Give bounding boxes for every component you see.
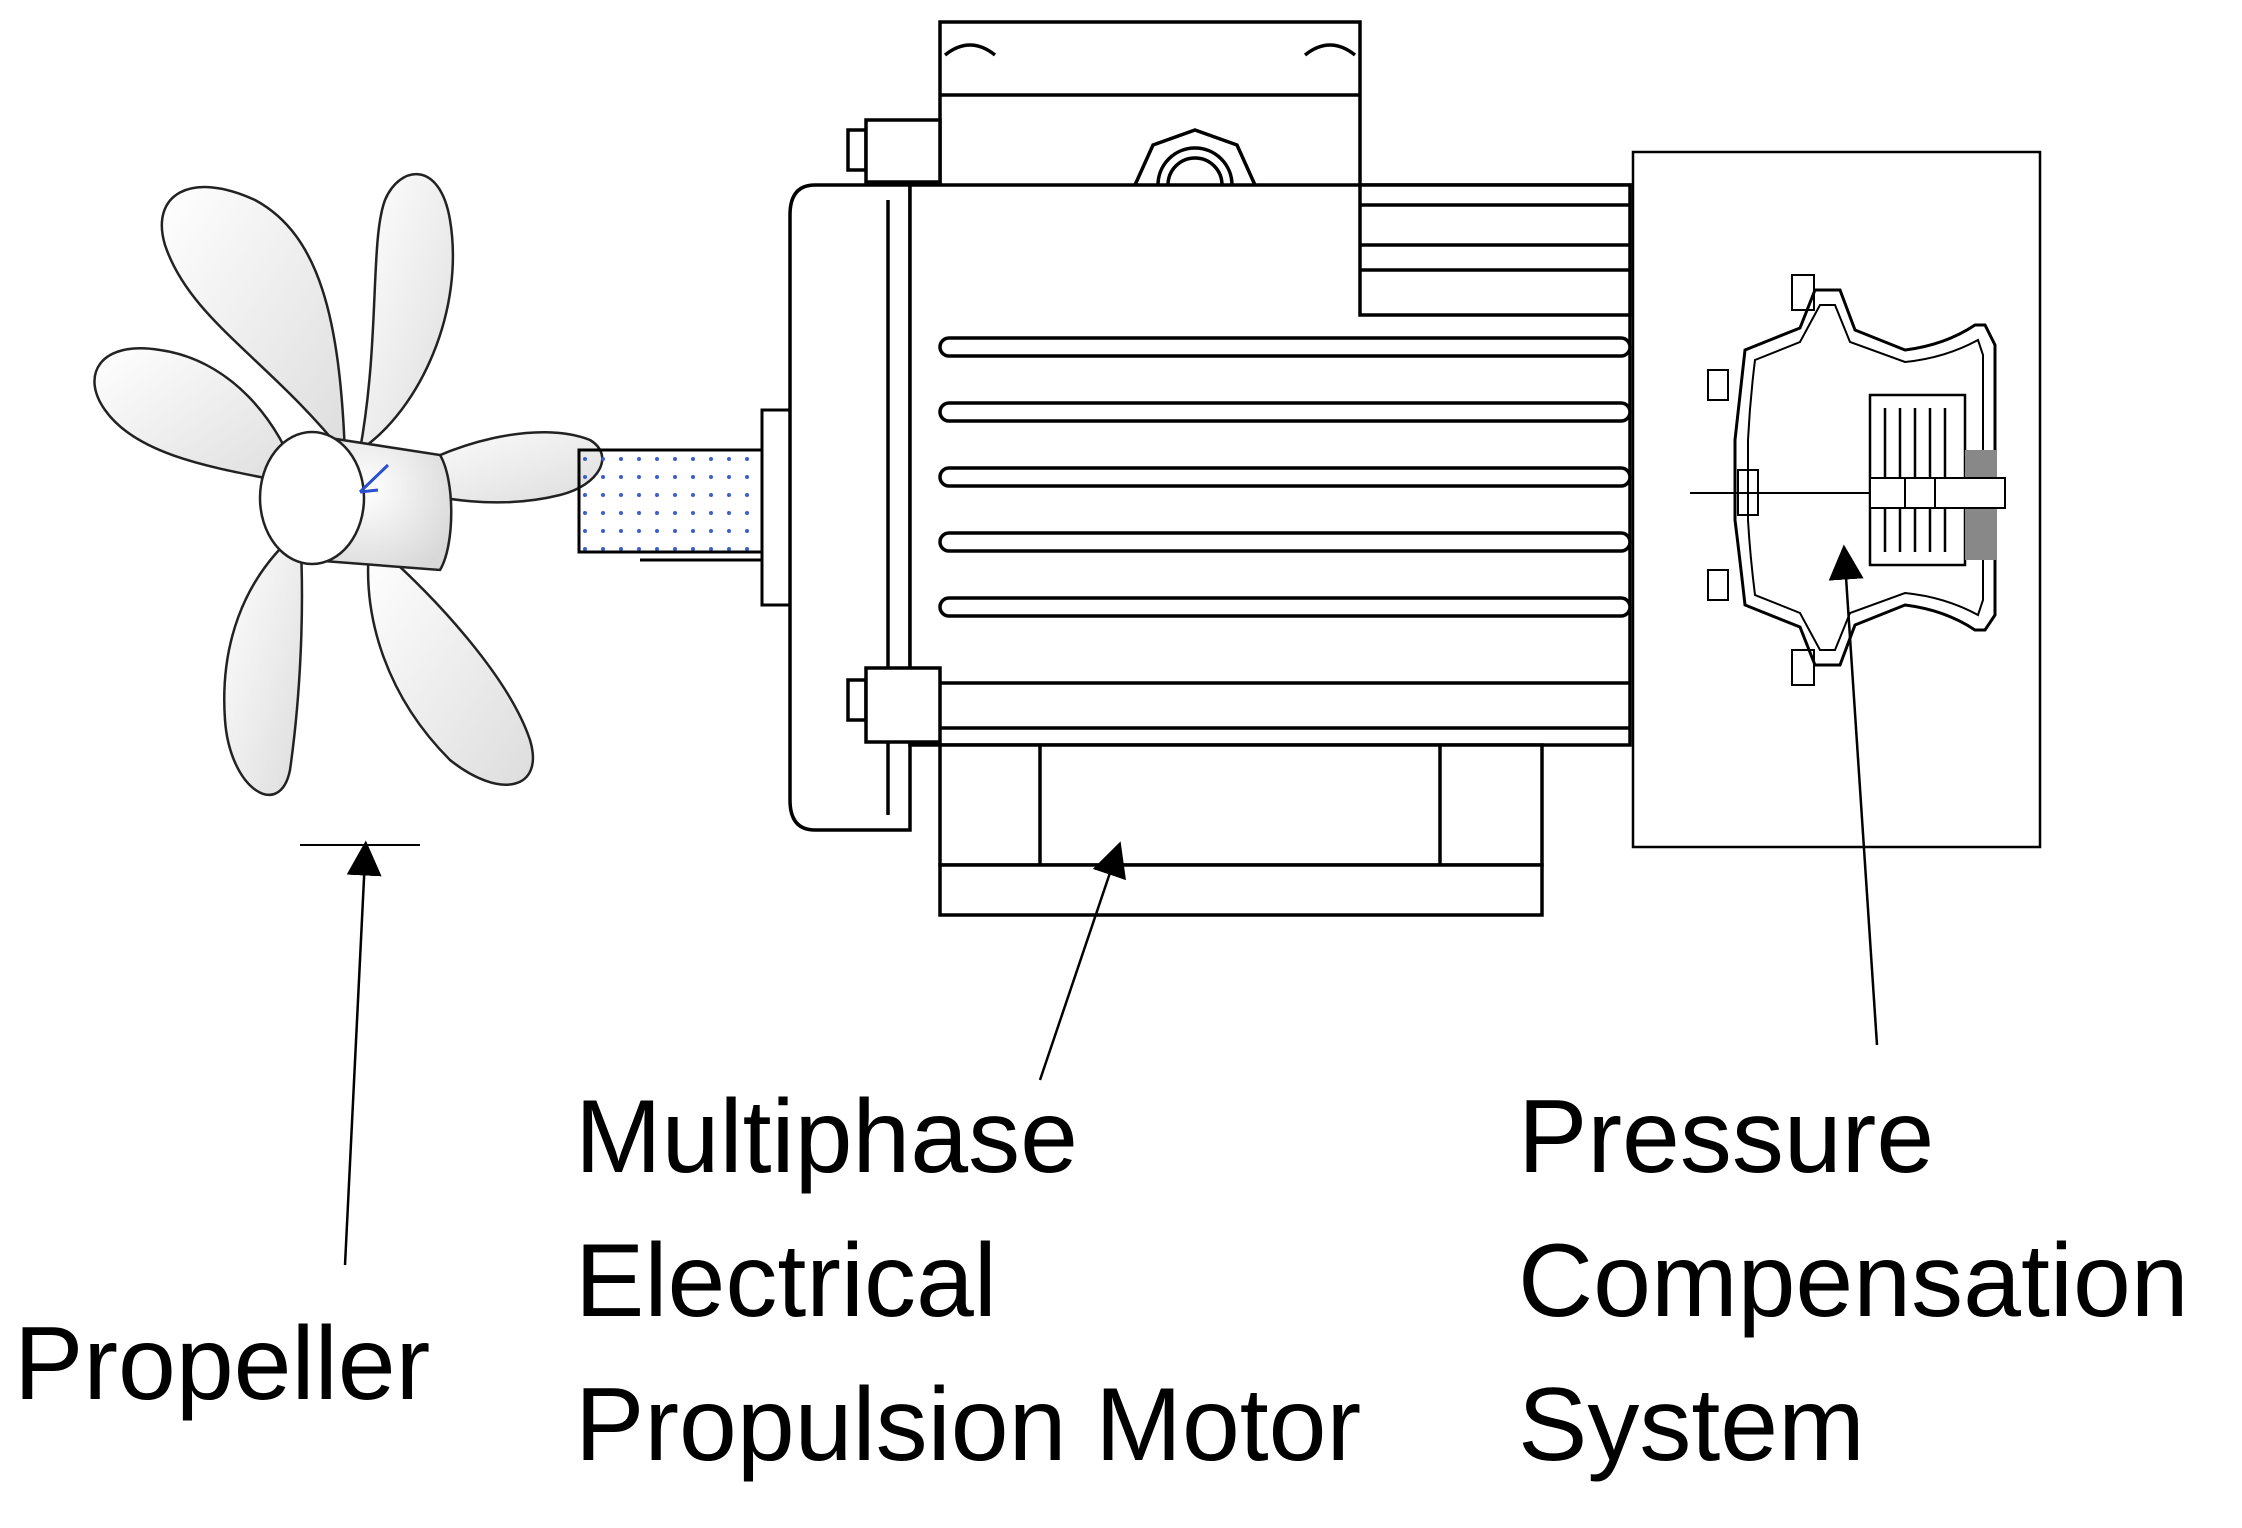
motor-label-line-2: Electrical [575, 1223, 997, 1339]
motor-label-line-1: Multiphase [575, 1079, 1078, 1195]
pressure-compensation-label-line-3: System [1518, 1367, 1865, 1483]
pcs-spindle [1690, 477, 2006, 509]
propeller-arrow [343, 840, 382, 1266]
propeller-blade-bottom [366, 537, 535, 786]
propeller-hub [258, 430, 453, 572]
shaft-coupling [577, 448, 764, 554]
motor-top-bolt [846, 118, 942, 184]
propeller-blade-top [160, 185, 347, 459]
propeller-label-text: Propeller [14, 1306, 431, 1422]
propeller-blade-lower-left [223, 527, 304, 797]
pressure-compensation-label-line-2: Compensation [1518, 1223, 2189, 1339]
pressure-compensation-label-line-1: Pressure [1518, 1079, 1935, 1195]
pressure-compensation-arrow [1828, 544, 1879, 1046]
propeller-label: Propeller [14, 1292, 430, 1436]
motor-cooling-fins [938, 336, 1632, 618]
motor-drawing [788, 20, 1632, 917]
leader-lines [343, 544, 1879, 1266]
motor-body [908, 183, 1632, 747]
motor-arrow [1038, 841, 1126, 1081]
propeller-blade-left [93, 347, 302, 487]
propeller-blade-upper-right [358, 173, 455, 453]
pressure-compensation-drawing [1631, 150, 2042, 849]
motor-bottom-bolt [846, 666, 1630, 744]
pcs-bolts [1707, 274, 1815, 686]
shaft-flange [760, 408, 794, 607]
propeller-drawing [93, 173, 604, 846]
motor-label-line-3: Propulsion Motor [575, 1367, 1362, 1483]
motor-label: Multiphase Electrical Propulsion Motor [575, 1065, 1361, 1497]
pressure-compensation-label: Pressure Compensation System [1518, 1065, 2189, 1497]
pcs-housing [1733, 288, 1997, 667]
propeller-axis-marker [358, 463, 390, 494]
motor-base [938, 743, 1544, 917]
